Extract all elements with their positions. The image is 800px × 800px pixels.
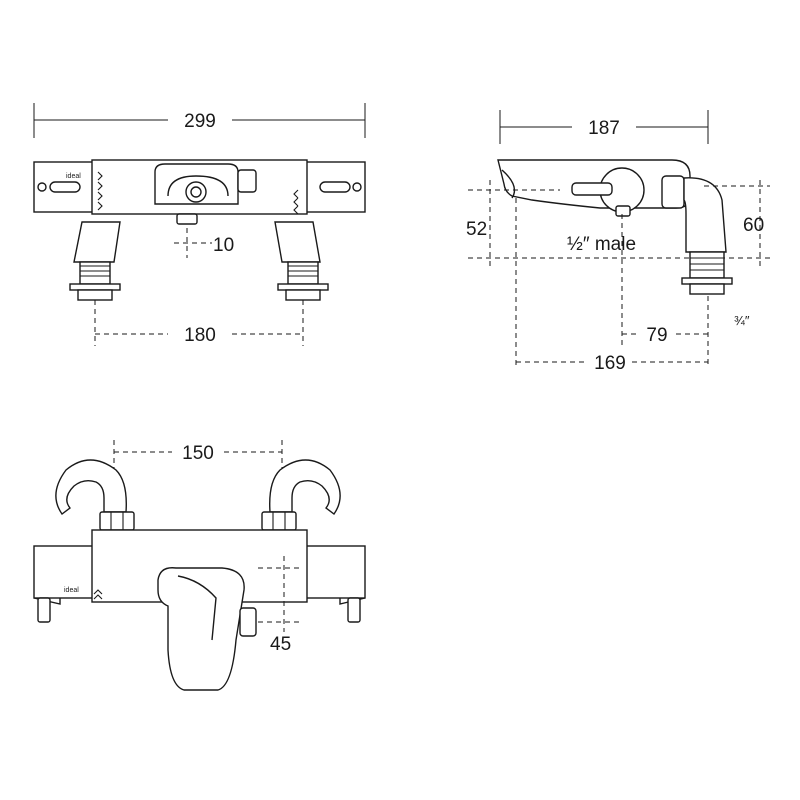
top-centre-block — [91, 159, 308, 215]
top-view: 299 ideal 10 — [33, 103, 366, 346]
dim-side-length: 187 — [499, 110, 709, 144]
top-outlet — [176, 213, 198, 225]
front-view: 150 ideal 45 — [33, 440, 366, 691]
dim-label-52: 52 — [466, 219, 487, 240]
dim-label-45: 45 — [270, 634, 291, 655]
front-right-elbow — [261, 459, 341, 531]
dim-inlet-centres: 180 — [94, 300, 304, 346]
dim-label-169: 169 — [594, 353, 626, 374]
front-left-elbow — [55, 459, 135, 531]
dim-side-79: 79 — [622, 325, 708, 346]
front-spout — [157, 567, 245, 691]
dim-label-10: 10 — [213, 235, 234, 256]
temp-arrows-icon — [97, 171, 299, 215]
top-left-inlet — [69, 221, 121, 301]
thread-label-outlet: ½″ male — [567, 234, 636, 255]
thread-label-inlet: ¾″ — [734, 313, 750, 328]
dim-top-width: 299 — [33, 103, 366, 138]
dim-label-187: 187 — [588, 118, 620, 139]
dim-front-centres: 150 — [113, 440, 283, 518]
dim-label-79: 79 — [646, 325, 667, 346]
dim-label-180: 180 — [184, 325, 216, 346]
logo-front: ideal — [64, 587, 79, 594]
logo-top: ideal — [66, 173, 81, 180]
side-inlet — [689, 251, 725, 279]
dim-label-150: 150 — [182, 443, 214, 464]
top-right-inlet — [274, 221, 329, 301]
front-outlet — [239, 607, 257, 637]
dim-label-60: 60 — [743, 215, 764, 236]
dim-label-299: 299 — [184, 111, 216, 132]
dim-side-169: 169 — [516, 353, 708, 374]
side-view: 187 52 60 ½″ male ¾″ 79 — [466, 110, 770, 374]
